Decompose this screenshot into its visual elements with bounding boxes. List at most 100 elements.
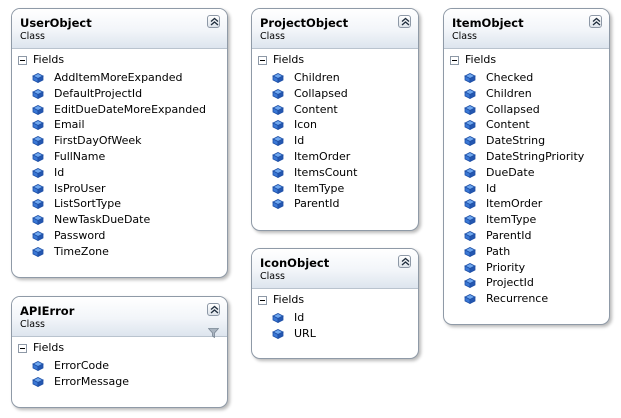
field-row[interactable]: ParentId — [252, 196, 418, 212]
minus-toggle-icon[interactable] — [450, 56, 459, 65]
class-header[interactable]: APIError Class — [12, 297, 227, 339]
field-name: Id — [486, 181, 497, 195]
field-row[interactable]: Content — [444, 117, 609, 133]
field-name: Checked — [486, 71, 534, 84]
class-box-userobject[interactable]: UserObject Class Fields AddItemMoreExpan… — [11, 8, 228, 278]
class-header[interactable]: UserObject Class — [12, 9, 227, 49]
field-row[interactable]: Icon — [252, 117, 418, 133]
field-row[interactable]: TimeZone — [12, 244, 227, 260]
field-row[interactable]: Children — [444, 86, 609, 102]
fields-section-header[interactable]: Fields — [12, 340, 227, 358]
field-name: ItemType — [294, 181, 345, 195]
field-row[interactable]: ProjectId — [444, 275, 609, 291]
field-name: Id — [294, 311, 305, 324]
field-name: DefaultProjectId — [54, 86, 143, 100]
minus-toggle-icon[interactable] — [18, 56, 27, 65]
collapse-icon[interactable] — [207, 15, 220, 28]
field-row[interactable]: ItemOrder — [444, 196, 609, 212]
fields-section-header[interactable]: Fields — [12, 52, 227, 70]
field-row[interactable]: DueDate — [444, 165, 609, 181]
collapse-icon[interactable] — [398, 15, 411, 28]
field-row[interactable]: Id — [444, 181, 609, 197]
field-name: ItemOrder — [486, 197, 543, 211]
field-name: ParentId — [486, 228, 532, 242]
field-name: TimeZone — [54, 244, 109, 258]
field-row[interactable]: Checked — [444, 70, 609, 86]
field-row[interactable]: Children — [252, 70, 418, 86]
field-name: Id — [294, 134, 305, 148]
class-stereotype: Class — [20, 31, 45, 42]
field-row[interactable]: ItemType — [444, 212, 609, 228]
field-row[interactable]: ErrorMessage — [12, 374, 227, 390]
field-row[interactable]: URL — [252, 326, 418, 342]
section-label: Fields — [33, 341, 65, 354]
section-label: Fields — [33, 53, 65, 66]
fields-section-header[interactable]: Fields — [252, 292, 418, 310]
field-name: Collapsed — [486, 102, 540, 116]
class-title: APIError — [20, 304, 75, 318]
field-row[interactable]: Password — [12, 228, 227, 244]
minus-toggle-icon[interactable] — [258, 56, 267, 65]
field-row[interactable]: ItemOrder — [252, 149, 418, 165]
field-row[interactable]: DefaultProjectId — [12, 86, 227, 102]
field-row[interactable]: Collapsed — [444, 102, 609, 118]
field-name: IsProUser — [54, 181, 106, 195]
field-name: Content — [486, 118, 530, 132]
field-row[interactable]: Collapsed — [252, 86, 418, 102]
field-row[interactable]: FullName — [12, 149, 227, 165]
field-name: FirstDayOfWeek — [54, 134, 142, 148]
field-name: ErrorMessage — [54, 374, 130, 388]
field-row[interactable]: ParentId — [444, 228, 609, 244]
field-row[interactable]: NewTaskDueDate — [12, 212, 227, 228]
field-name: FullName — [54, 149, 106, 163]
minus-toggle-icon[interactable] — [258, 296, 267, 305]
collapse-icon[interactable] — [589, 15, 602, 28]
class-header[interactable]: IconObject Class — [252, 249, 418, 289]
field-name: EditDueDateMoreExpanded — [54, 102, 206, 116]
field-row[interactable]: Id — [12, 165, 227, 181]
field-row[interactable]: DateString — [444, 133, 609, 149]
field-name: DateStringPriority — [486, 149, 585, 163]
field-name: ItemType — [486, 213, 537, 227]
fields-section-header[interactable]: Fields — [252, 52, 418, 70]
field-row[interactable]: ListSortType — [12, 196, 227, 212]
filter-icon[interactable] — [207, 323, 220, 342]
field-row[interactable]: ItemsCount — [252, 165, 418, 181]
field-row[interactable]: Recurrence — [444, 291, 609, 307]
field-name: ErrorCode — [54, 359, 109, 372]
field-row[interactable]: ItemType — [252, 181, 418, 197]
collapse-icon[interactable] — [398, 255, 411, 268]
class-header[interactable]: ItemObject Class — [444, 9, 609, 49]
field-row[interactable]: AddItemMoreExpanded — [12, 70, 227, 86]
field-row[interactable]: Email — [12, 117, 227, 133]
field-row[interactable]: FirstDayOfWeek — [12, 133, 227, 149]
field-row[interactable]: IsProUser — [12, 181, 227, 197]
field-row[interactable]: DateStringPriority — [444, 149, 609, 165]
collapse-icon[interactable] — [207, 303, 220, 316]
field-name: ProjectId — [486, 276, 534, 290]
class-stereotype: Class — [452, 31, 477, 42]
field-row[interactable]: Priority — [444, 260, 609, 276]
field-row[interactable]: Id — [252, 310, 418, 326]
class-header[interactable]: ProjectObject Class — [252, 9, 418, 49]
fields-section-header[interactable]: Fields — [444, 52, 609, 70]
minus-toggle-icon[interactable] — [18, 344, 27, 353]
field-name: DueDate — [486, 165, 535, 179]
field-row[interactable]: EditDueDateMoreExpanded — [12, 102, 227, 118]
class-title: ItemObject — [452, 16, 524, 30]
field-row[interactable]: ErrorCode — [12, 358, 227, 374]
field-name: DateString — [486, 134, 546, 148]
field-name: URL — [294, 326, 316, 340]
field-row[interactable]: Id — [252, 133, 418, 149]
field-row[interactable]: Content — [252, 102, 418, 118]
field-row[interactable]: Path — [444, 244, 609, 260]
field-name: Path — [486, 244, 511, 258]
